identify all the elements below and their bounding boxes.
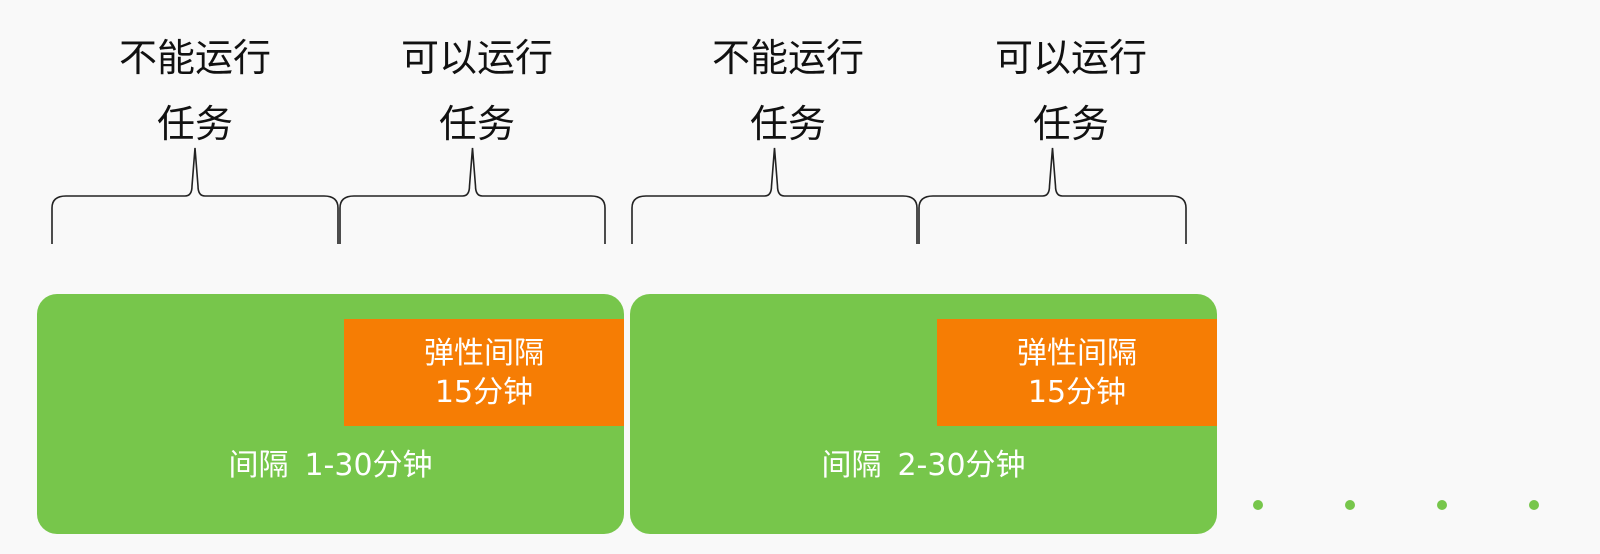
label-cannot-line1: 不能运行 [711, 36, 864, 80]
label-can-line2: 任务 [1032, 102, 1109, 146]
flex-interval-box-1: 弹性间隔 15分钟 [344, 319, 624, 426]
brace-can-run-2 [918, 147, 1187, 244]
label-cannot-line1: 不能运行 [118, 36, 271, 80]
flex-interval-duration: 15分钟 [434, 374, 534, 410]
interval-prefix: 间隔 [228, 448, 289, 483]
label-cannot-line2: 任务 [156, 102, 233, 146]
continuation-dot [1345, 500, 1355, 510]
interval-label-1: 间隔 1-30分钟 [37, 446, 624, 486]
brace-cannot-run-2 [631, 147, 918, 244]
interval-block-1: 弹性间隔 15分钟 间隔 1-30分钟 [37, 294, 624, 534]
continuation-dot [1437, 500, 1447, 510]
flex-interval-title: 弹性间隔 [424, 335, 544, 371]
label-cannot-line2: 任务 [749, 102, 826, 146]
label-cannot-run-1: 不能运行 任务 [75, 25, 315, 157]
interval-prefix: 间隔 [821, 448, 882, 483]
continuation-dot [1253, 500, 1263, 510]
interval-label-2: 间隔 2-30分钟 [630, 446, 1217, 486]
label-cannot-run-2: 不能运行 任务 [668, 25, 908, 157]
label-can-line1: 可以运行 [994, 36, 1147, 80]
label-can-line2: 任务 [438, 102, 515, 146]
interval-value: 2-30分钟 [897, 448, 1026, 483]
label-can-line1: 可以运行 [400, 36, 553, 80]
flex-interval-box-2: 弹性间隔 15分钟 [937, 319, 1217, 426]
label-can-run-2: 可以运行 任务 [951, 25, 1191, 157]
interval-block-2: 弹性间隔 15分钟 间隔 2-30分钟 [630, 294, 1217, 534]
interval-value: 1-30分钟 [304, 448, 433, 483]
brace-can-run-1 [339, 147, 606, 244]
flex-interval-title: 弹性间隔 [1017, 335, 1137, 371]
label-can-run-1: 可以运行 任务 [357, 25, 597, 157]
brace-cannot-run-1 [51, 147, 339, 244]
flex-interval-duration: 15分钟 [1027, 374, 1127, 410]
continuation-dot [1529, 500, 1539, 510]
